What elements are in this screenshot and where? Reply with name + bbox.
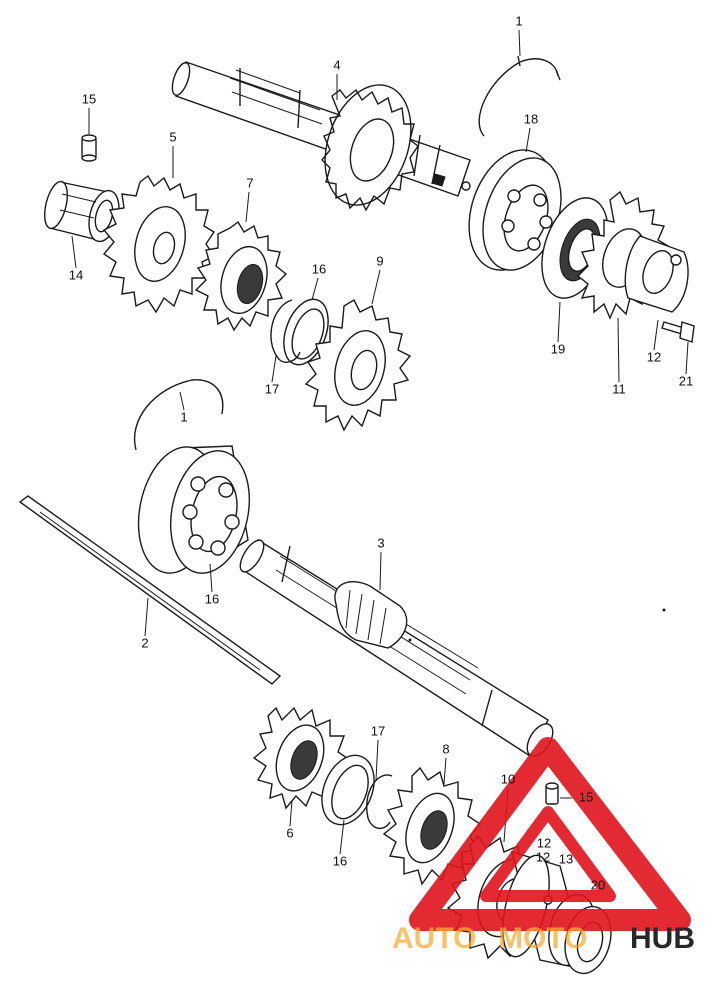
label-4: 4 [333, 57, 340, 72]
label-1-mid: 1 [180, 409, 187, 424]
label-12-top: 12 [647, 349, 661, 364]
bearing-18-mid [137, 445, 251, 574]
label-18-top: 18 [524, 111, 538, 126]
label-13: 13 [559, 851, 573, 866]
label-15-top: 15 [82, 91, 96, 106]
dowel-pin-15-top [81, 134, 97, 162]
label-9: 9 [376, 253, 383, 268]
label-3: 3 [377, 535, 384, 550]
label-11: 11 [612, 381, 626, 396]
watermark-text-moto: MOTO [498, 922, 587, 955]
watermark-triangle-icon [409, 737, 691, 931]
automotohub-watermark: AUTO MOTO HUB [392, 737, 695, 955]
watermark-text-auto: AUTO [392, 922, 476, 955]
label-12-bottom-b: 12 [536, 849, 550, 864]
mainshaft-integral-gear [334, 581, 408, 649]
rod-2 [18, 495, 282, 685]
dowel-pin-15-bottom [545, 782, 559, 805]
label-12-bottom: 12 [537, 835, 551, 850]
label-2: 2 [141, 635, 148, 650]
countershaft-4 [171, 61, 471, 197]
label-6: 6 [286, 825, 293, 840]
gear-6 [252, 706, 352, 810]
circlip-17-bottom [366, 774, 393, 829]
label-16-mid: 16 [205, 591, 219, 606]
washer-16-bottom [321, 754, 375, 826]
label-14: 14 [69, 267, 83, 282]
label-16-top: 16 [312, 261, 326, 276]
watermark-text-hub: HUB [630, 922, 695, 955]
part-labels: 1 4 18 15 5 7 9 16 17 14 19 11 12 21 1 1… [69, 13, 693, 892]
circlip-1-mid [133, 379, 224, 451]
label-19: 19 [551, 341, 565, 356]
label-1-top: 1 [515, 13, 522, 28]
label-17-top: 17 [265, 381, 279, 396]
watermark-inner-triangle [480, 806, 616, 902]
label-7: 7 [246, 175, 253, 190]
label-20: 20 [591, 877, 605, 892]
circlip-1-top [478, 55, 561, 137]
label-5: 5 [169, 129, 176, 144]
label-8: 8 [442, 741, 449, 756]
label-21: 21 [679, 373, 693, 388]
gear-5 [102, 174, 216, 314]
circlip-17-top [270, 299, 301, 363]
label-10: 10 [501, 771, 515, 786]
label-15-bottom: 15 [579, 789, 593, 804]
gear-4 [321, 84, 419, 212]
label-16-bottom: 16 [333, 853, 347, 868]
label-17-bottom: 17 [371, 723, 385, 738]
stray-marks [408, 608, 666, 642]
lock-plate-12 [624, 235, 689, 313]
bearing-18-top [468, 149, 562, 271]
gear-9 [304, 299, 412, 432]
bolt-21 [661, 321, 695, 343]
gear-7 [194, 220, 288, 332]
